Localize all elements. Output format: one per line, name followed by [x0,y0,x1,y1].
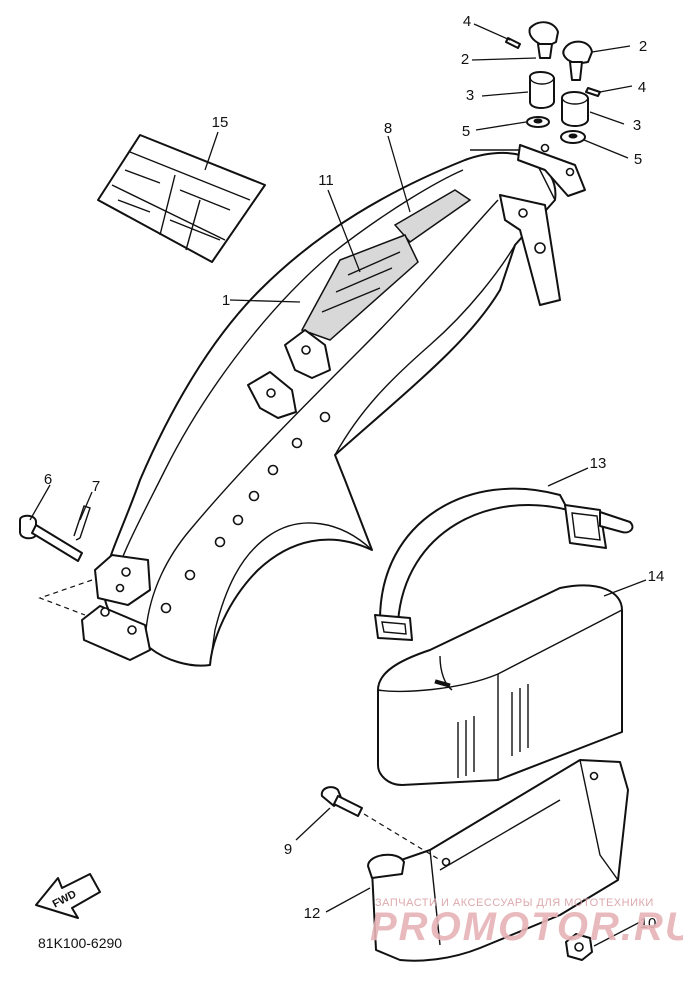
leader-lines [29,23,647,947]
callout-5: 5 [634,151,642,168]
callout-12: 12 [304,905,321,922]
callout-8: 8 [384,120,392,137]
decal-sheet-part [97,134,266,263]
callout-3: 3 [466,87,474,104]
battery-box-part [367,759,629,962]
watermark-tagline: ЗАПЧАСТИ И АКСЕССУАРЫ ДЛЯ МОТОТЕХНИКИ [375,897,654,909]
callout-4: 4 [463,13,471,30]
watermark-brand: PROMOTOR.RU [370,905,683,949]
callout-7: 7 [92,478,100,495]
holder-nut-part [565,933,593,961]
forward-direction-arrow: FWD [35,873,101,919]
callout-13: 13 [590,455,607,472]
callout-11: 11 [318,172,334,189]
damper-hardware-left [505,21,559,128]
rear-fender-part [38,143,586,667]
callout-9: 9 [284,841,292,858]
battery-part [377,584,623,786]
battery-strap-part [374,487,634,641]
cotter-pin-part [73,505,91,541]
callout-15: 15 [212,114,229,131]
drawing-code: 81K100-6290 [38,935,122,951]
center-pad-part [300,234,419,341]
pivot-bolt-part [19,514,83,562]
callout-1: 1 [222,292,230,309]
callout-6: 6 [44,471,52,488]
callout-labels: 1 2 2 3 3 4 4 5 5 6 7 8 9 10 11 12 13 14… [44,13,665,932]
damper-hardware-right [560,40,601,144]
callout-2: 2 [639,38,647,55]
callout-4: 4 [638,79,646,96]
watermark: ЗАПЧАСТИ И АКСЕССУАРЫ ДЛЯ МОТОТЕХНИКИ PR… [370,897,683,949]
holder-bolt-part [320,786,441,861]
callout-10: 10 [640,915,657,932]
callout-3: 3 [633,117,641,134]
callout-2: 2 [461,51,469,68]
callout-14: 14 [648,568,665,585]
callout-5: 5 [462,123,470,140]
